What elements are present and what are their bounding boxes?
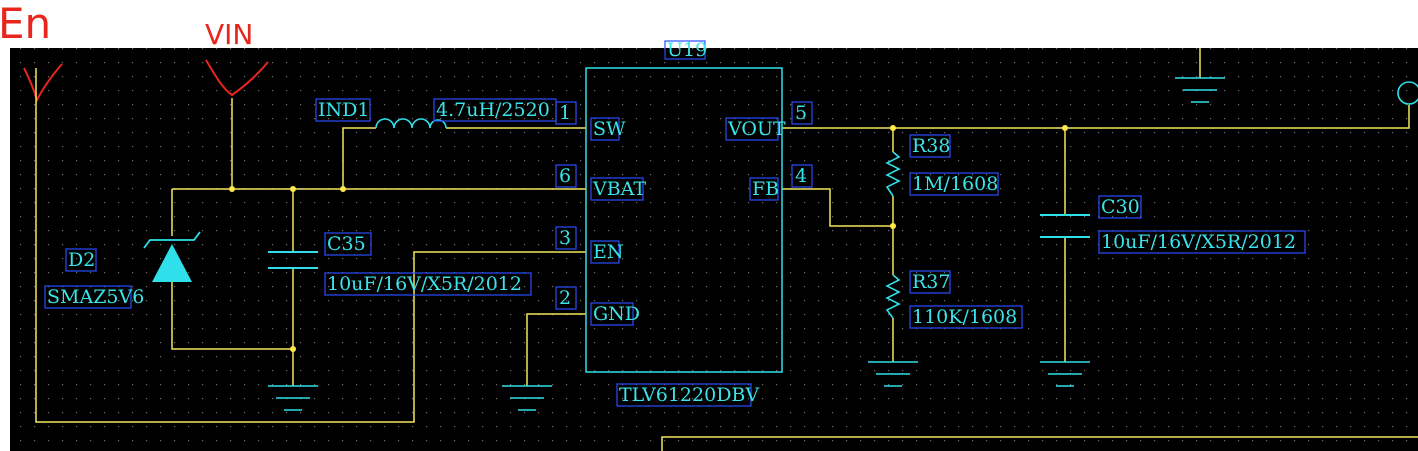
pin-gnd-name: GND [593, 303, 640, 325]
c30-ref: C30 [1101, 196, 1140, 218]
vin-annotation: VIN [205, 18, 269, 97]
wire-gnd [526, 313, 586, 386]
capacitor-c30[interactable]: C30 10uF/16V/X5R/2012 [1040, 195, 1306, 254]
c35-ref: C35 [327, 233, 366, 255]
capacitor-c35[interactable]: C35 10uF/16V/X5R/2012 [268, 232, 532, 296]
c30-value: 10uF/16V/X5R/2012 [1101, 231, 1296, 253]
pin-vout-number: 5 [795, 102, 807, 124]
vin-annotation-label: VIN [205, 18, 253, 51]
zener-d2[interactable]: D2 SMAZ5V6 [44, 231, 201, 309]
diode-ref: D2 [68, 249, 95, 271]
inductor-symbol [375, 118, 447, 129]
pin-sw-name: SW [593, 118, 626, 140]
ic-ref: U19 [667, 39, 707, 61]
ic-ref-box [664, 40, 706, 60]
ground-ic [502, 385, 552, 411]
wires [35, 48, 1418, 451]
junction-c30 [1062, 125, 1068, 131]
pin-vbat-number: 6 [559, 165, 571, 187]
ic-part-box [616, 383, 752, 407]
resistor-r37[interactable]: R37 110K/1608 [885, 270, 1023, 329]
pin-en-name: EN [593, 241, 624, 263]
inductor-ref: IND1 [318, 99, 369, 121]
junction-ind [340, 186, 346, 192]
r37-value: 110K/1608 [912, 306, 1017, 328]
ic-part: TLV61220DBV [619, 384, 759, 406]
junction-vin [229, 186, 235, 192]
junction-c35 [290, 186, 296, 192]
r38-value: 1M/1608 [912, 173, 998, 195]
pin-fb-name: FB [752, 178, 779, 200]
pin-en-number: 3 [559, 227, 571, 249]
wire-bottom-right [661, 436, 1418, 451]
junction-fb [890, 223, 896, 229]
ground-r37 [868, 361, 918, 387]
en-annotation: En [0, 0, 63, 103]
r37-ref: R37 [912, 271, 950, 293]
r38-ref: R38 [912, 135, 950, 157]
junctions [229, 125, 1068, 352]
en-arrow [23, 63, 63, 103]
pin-sw-number: 1 [559, 102, 571, 124]
ground-top-right [1175, 77, 1225, 103]
wire-vout-rail [782, 105, 1410, 129]
ic-body [585, 67, 783, 373]
diode-value: SMAZ5V6 [47, 286, 144, 308]
vin-arrow [205, 59, 269, 97]
ground-c35 [268, 385, 318, 411]
pin-vbat-name: VBAT [592, 178, 646, 200]
diode-bar [143, 231, 201, 249]
pin-gnd-number: 2 [559, 287, 571, 309]
junction-gnd [290, 346, 296, 352]
ground-c30 [1040, 361, 1090, 387]
vout-connector-icon [1397, 81, 1418, 105]
pin-fb-number: 4 [795, 165, 807, 187]
ground-symbols [268, 77, 1225, 411]
inductor-value: 4.7uH/2520 [436, 99, 550, 121]
wire-diode-bottom [171, 282, 293, 350]
inductor-ind1[interactable]: IND1 4.7uH/2520 [315, 98, 557, 129]
pin-vout-name: VOUT [727, 118, 786, 140]
en-annotation-label: En [0, 0, 51, 48]
wire-en-net [35, 68, 586, 423]
junction-r38 [890, 125, 896, 131]
c35-value: 10uF/16V/X5R/2012 [327, 273, 522, 295]
diode-triangle [152, 244, 192, 282]
resistor-r38[interactable]: R38 1M/1608 [885, 134, 999, 197]
ic-u19[interactable]: U19 TLV61220DBV 1 SW 6 VBAT 3 EN 2 GND 5… [555, 39, 813, 407]
wire-ind-left [342, 127, 376, 189]
wire-fb [782, 188, 893, 227]
